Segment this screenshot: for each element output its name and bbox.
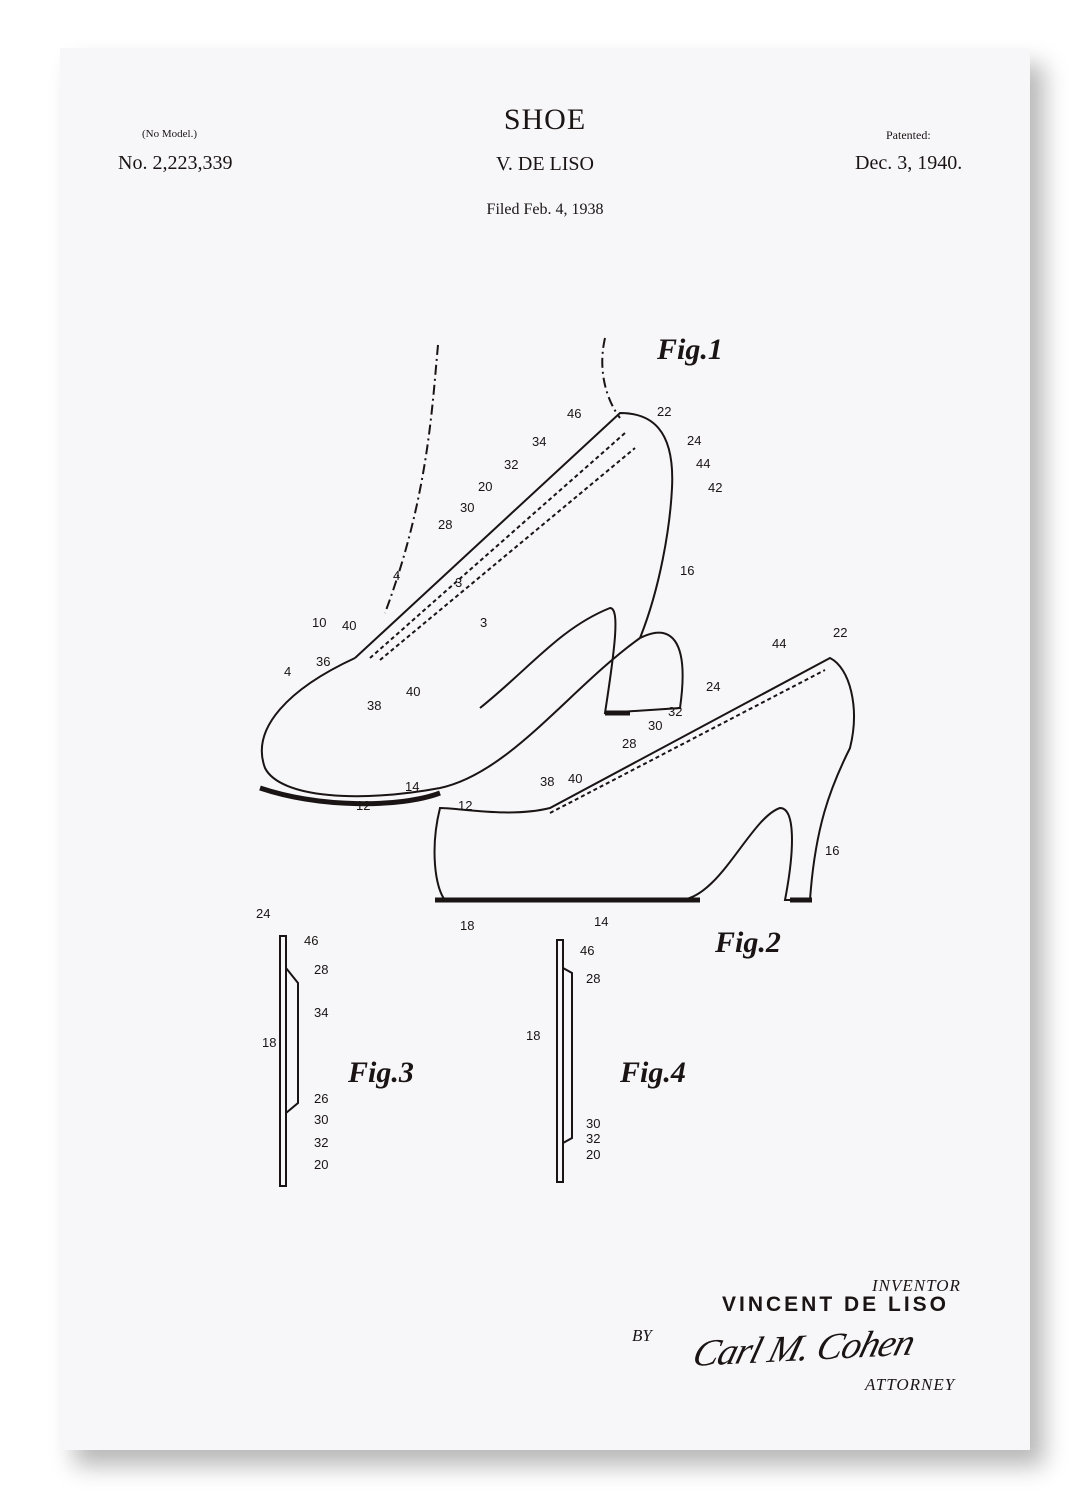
ref-numeral: 46 — [567, 406, 582, 421]
ref-numeral: 38 — [540, 774, 555, 789]
ref-numeral: 4 — [284, 664, 292, 679]
ref-numeral: 22 — [833, 625, 848, 640]
fig4-label: Fig.4 — [620, 1056, 686, 1089]
ref-numeral: 34 — [314, 1005, 329, 1020]
ref-numeral: 22 — [657, 404, 672, 419]
ref-numeral: 10 — [312, 615, 327, 630]
patent-number: No. 2,223,339 — [118, 152, 233, 174]
ref-numeral: 32 — [504, 457, 519, 472]
ref-numeral: 42 — [708, 480, 723, 495]
filed-date: Filed Feb. 4, 1938 — [486, 201, 604, 218]
no-model-note: (No Model.) — [142, 128, 197, 140]
ref-numeral: 46 — [304, 933, 319, 948]
ref-numeral: 32 — [668, 704, 683, 719]
fig2-shoe-drawing — [433, 656, 855, 903]
ref-numeral: 24 — [706, 679, 721, 694]
ref-numeral: 12 — [458, 798, 473, 813]
ref-numeral: 40 — [406, 684, 421, 699]
ref-numeral: 3 — [480, 615, 488, 630]
fig1-label: Fig.1 — [657, 333, 723, 366]
ref-numeral: 46 — [580, 943, 595, 958]
ref-numeral: 44 — [696, 456, 711, 471]
ref-numeral: 26 — [314, 1091, 329, 1106]
ref-numeral: 30 — [314, 1112, 329, 1127]
ref-numeral: 24 — [687, 433, 702, 448]
fig4-section-drawing — [556, 939, 573, 1183]
fig1-shoe-drawing — [259, 337, 684, 807]
ref-numeral: 12 — [356, 798, 371, 813]
shoe-drawings — [259, 337, 855, 1187]
ref-numeral: 20 — [314, 1157, 329, 1172]
ref-numeral: 3 — [455, 575, 463, 590]
patent-date: Dec. 3, 1940. — [855, 152, 963, 174]
fig3-section-drawing — [279, 935, 299, 1187]
ref-numeral: 40 — [568, 771, 583, 786]
ref-numeral: 18 — [526, 1028, 541, 1043]
ref-numeral: 30 — [648, 718, 663, 733]
inventor-label: INVENTOR — [872, 1276, 961, 1295]
ref-numeral: 4 — [393, 568, 401, 583]
ref-numeral: 40 — [342, 618, 357, 633]
ref-numeral: 18 — [460, 918, 475, 933]
ref-numeral: 30 — [586, 1116, 601, 1131]
by-label: BY — [632, 1326, 652, 1345]
ref-numeral: 16 — [680, 563, 695, 578]
ref-numeral: 16 — [825, 843, 840, 858]
ref-numeral: 28 — [622, 736, 637, 751]
ref-numeral: 20 — [586, 1147, 601, 1162]
ref-numeral: 28 — [438, 517, 453, 532]
ref-numeral: 44 — [772, 636, 787, 651]
patent-title: SHOE — [503, 103, 587, 136]
fig3-label: Fig.3 — [348, 1056, 414, 1089]
ref-numeral: 14 — [405, 779, 420, 794]
ref-numeral: 32 — [314, 1135, 329, 1150]
attorney-label: ATTORNEY — [865, 1375, 956, 1394]
ref-numeral: 36 — [316, 654, 331, 669]
patent-sheet: SHOE V. DE LISO Filed Feb. 4, 1938 (No M… — [60, 48, 1030, 1450]
ref-numeral: 20 — [478, 479, 493, 494]
ref-numeral: 14 — [594, 914, 609, 929]
ref-numeral: 24 — [256, 906, 271, 921]
ref-numeral: 18 — [262, 1035, 277, 1050]
ref-numeral: 32 — [586, 1131, 601, 1146]
ref-numeral: 30 — [460, 500, 475, 515]
patented-label: Patented: — [886, 128, 931, 142]
fig2-label: Fig.2 — [715, 926, 781, 959]
ref-numeral: 38 — [367, 698, 382, 713]
ref-numeral: 28 — [586, 971, 601, 986]
ref-numeral: 34 — [532, 434, 547, 449]
ref-numeral: 28 — [314, 962, 329, 977]
inventor-short: V. DE LISO — [496, 153, 594, 175]
inventor-name: VINCENT DE LISO — [722, 1293, 950, 1316]
